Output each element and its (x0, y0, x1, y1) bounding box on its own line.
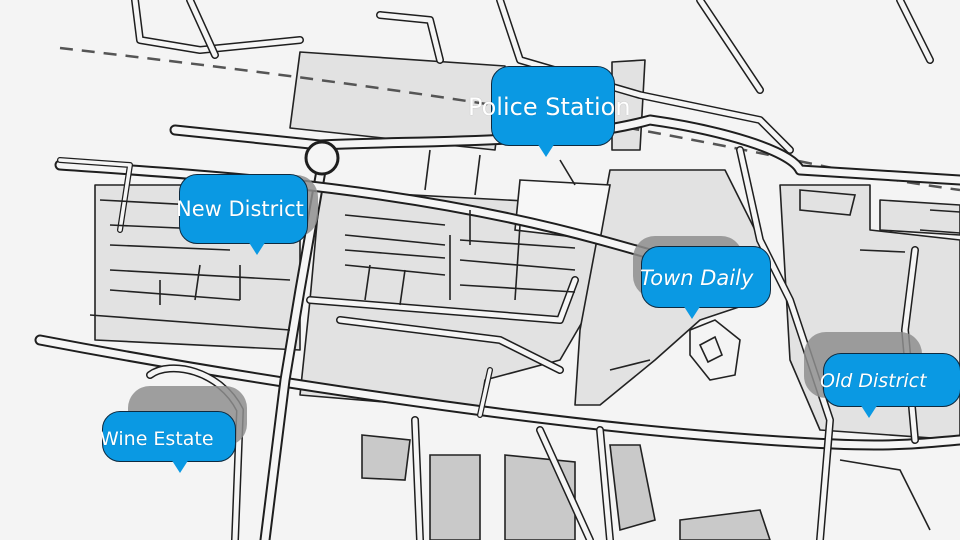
marker-label: Old District (820, 370, 927, 392)
street-grid-centre (344, 149, 576, 306)
map-block (504, 454, 576, 540)
marker-pointer (860, 404, 878, 418)
street-grid-east (609, 189, 960, 531)
marker-label: Wine Estate (100, 428, 214, 450)
marker-label: Police Station (468, 93, 631, 121)
marker-bubble (102, 411, 236, 462)
map-block (879, 199, 960, 236)
marker-label: Town Daily (640, 266, 754, 290)
marker-pointer (537, 143, 555, 157)
marker-bubble (179, 174, 308, 244)
marker-bubble (641, 246, 771, 308)
marker-label: New District (176, 197, 304, 221)
map-block (361, 434, 411, 481)
marker-pointer (248, 241, 266, 255)
map-block (679, 509, 771, 540)
marker-bubble (823, 353, 960, 407)
marker-pointer (171, 459, 189, 473)
map-block (429, 454, 481, 540)
marker-pointer (683, 305, 701, 319)
map-block (609, 444, 656, 532)
